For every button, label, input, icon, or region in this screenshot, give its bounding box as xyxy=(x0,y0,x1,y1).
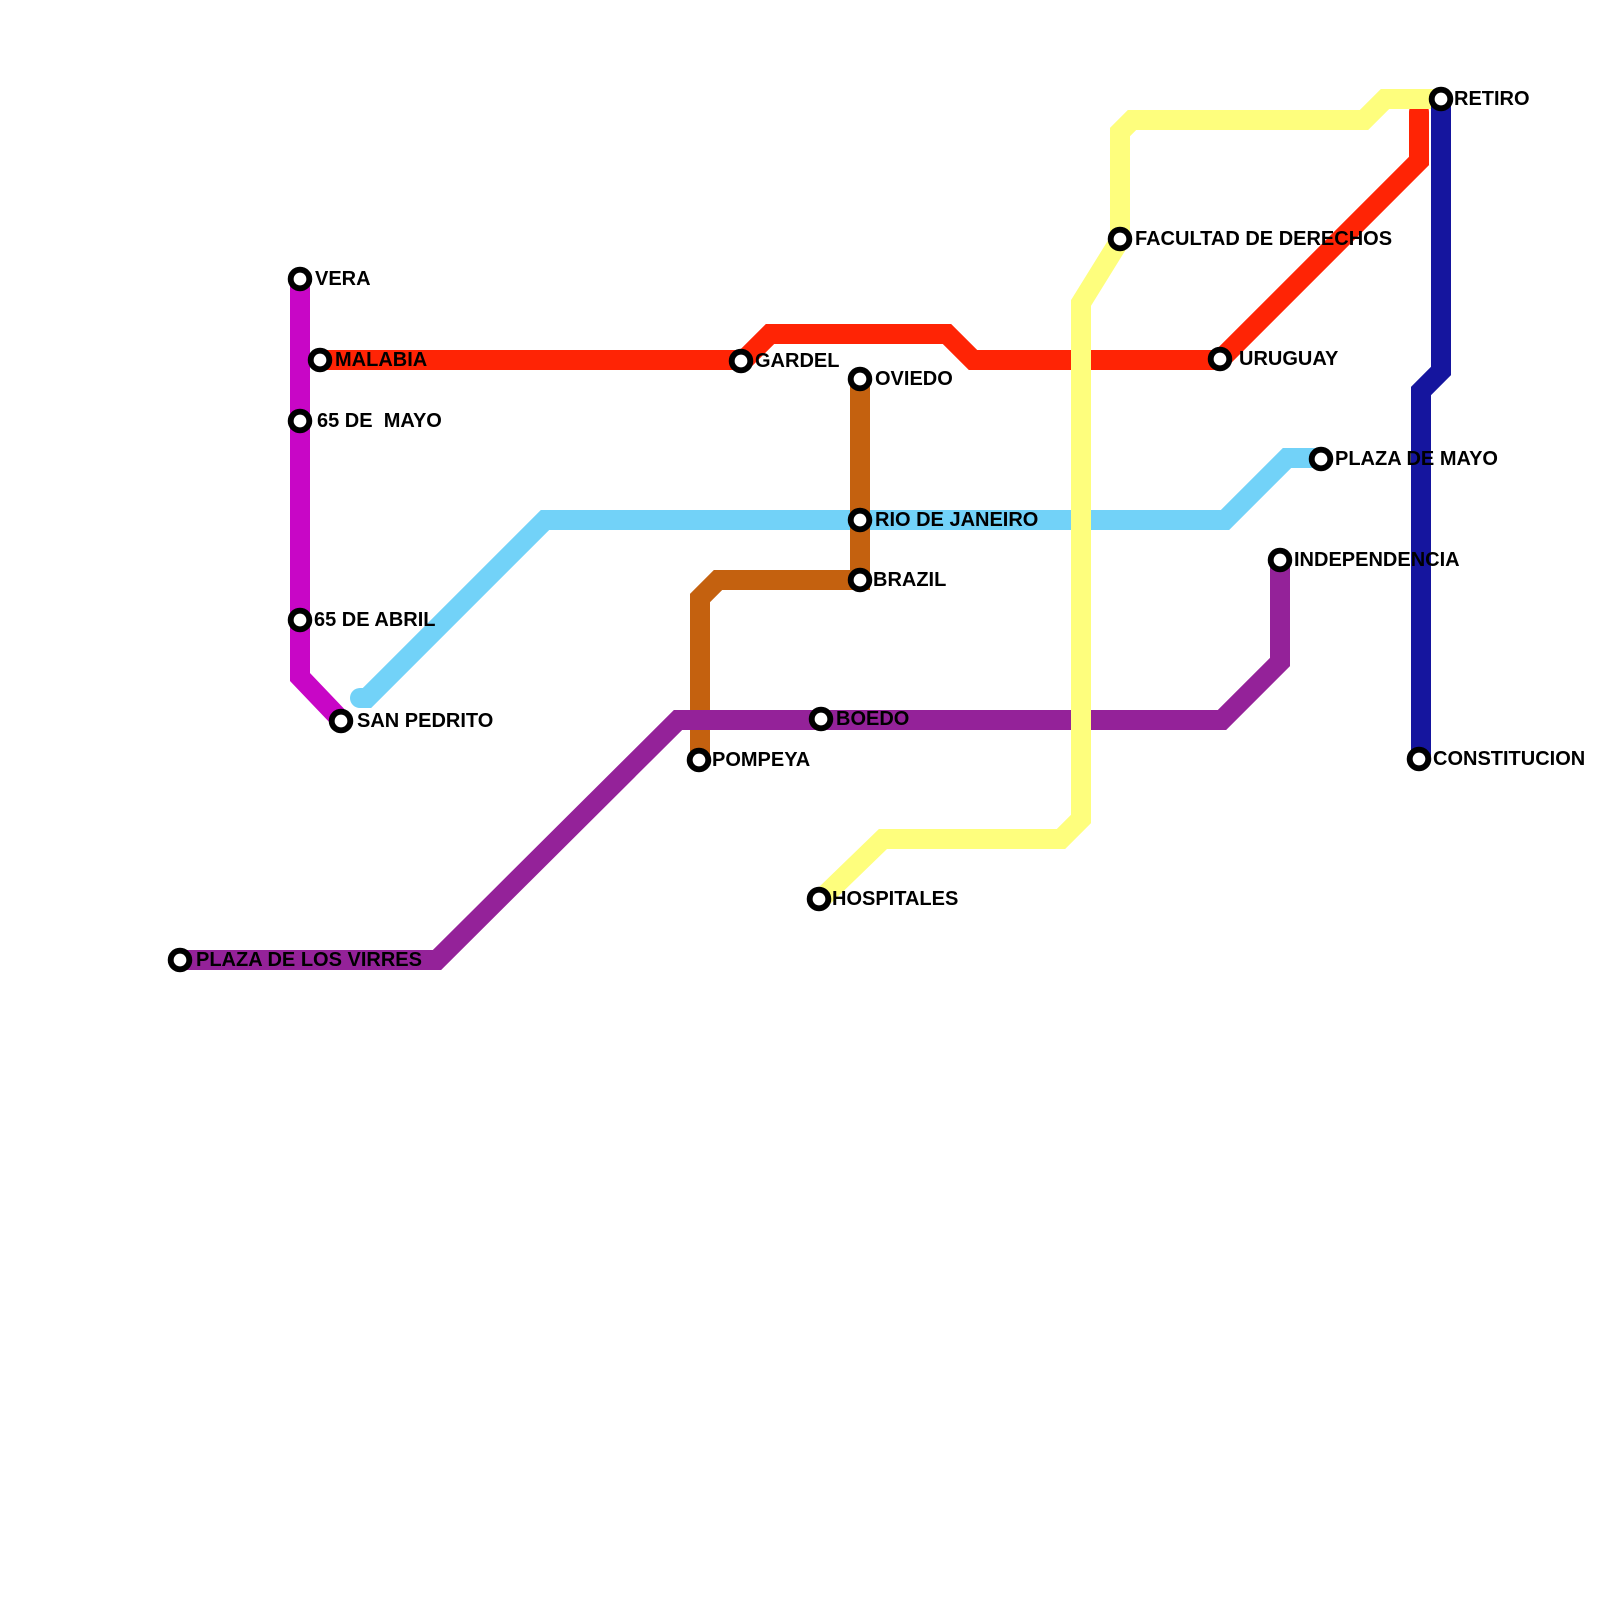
svg-text:RIO DE JANEIRO: RIO DE JANEIRO xyxy=(875,509,1038,531)
svg-text:URUGUAY: URUGUAY xyxy=(1239,348,1339,370)
svg-text:FACULTAD DE DERECHOS: FACULTAD DE DERECHOS xyxy=(1135,228,1392,250)
svg-text:65 DE ABRIL: 65 DE ABRIL xyxy=(314,609,436,631)
svg-text:65 DE MAYO: 65 DE MAYO xyxy=(317,410,442,432)
svg-text:PLAZA DE MAYO: PLAZA DE MAYO xyxy=(1335,448,1498,470)
svg-text:PLAZA DE LOS VIRRES: PLAZA DE LOS VIRRES xyxy=(196,949,422,971)
svg-text:INDEPENDENCIA: INDEPENDENCIA xyxy=(1294,549,1460,571)
svg-text:BOEDO: BOEDO xyxy=(836,708,909,730)
svg-text:BRAZIL: BRAZIL xyxy=(873,569,946,591)
svg-text:GARDEL: GARDEL xyxy=(755,350,839,372)
svg-text:MALABIA: MALABIA xyxy=(335,349,427,371)
svg-text:CONSTITUCION: CONSTITUCION xyxy=(1433,748,1585,770)
svg-text:OVIEDO: OVIEDO xyxy=(875,368,953,390)
svg-text:SAN PEDRITO: SAN PEDRITO xyxy=(357,710,493,732)
svg-text:POMPEYA: POMPEYA xyxy=(712,749,810,771)
svg-text:RETIRO: RETIRO xyxy=(1454,88,1530,110)
svg-text:HOSPITALES: HOSPITALES xyxy=(832,888,958,910)
svg-text:VERA: VERA xyxy=(315,268,371,290)
